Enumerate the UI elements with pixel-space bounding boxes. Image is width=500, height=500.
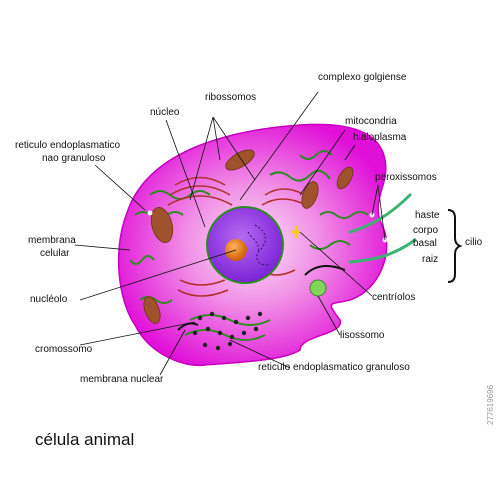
label-peroxissomos: peroxissomos (375, 172, 437, 183)
label-cilio: cilio (465, 237, 483, 248)
label-membrana-celular-2: celular (40, 248, 70, 259)
label-membrana-celular-1: membrana (28, 235, 76, 246)
label-membrana-nuclear: membrana nuclear (80, 374, 164, 385)
label-corpo: corpo (413, 225, 438, 236)
leader-lines (74, 91, 386, 376)
label-raiz: raiz (422, 254, 438, 265)
label-mitocondria: mitocondria (345, 116, 397, 127)
rough-er (184, 311, 271, 351)
lysosome (309, 279, 327, 297)
golgi-apparatus (167, 176, 307, 297)
label-ribossomos: ribossomos (205, 92, 256, 103)
label-haste: haste (415, 210, 440, 221)
diagram-title: célula animal (35, 430, 134, 449)
stock-id: 277619696 (486, 384, 495, 425)
label-basal: basal (413, 238, 437, 249)
label-reticulo-nao-granuloso-2: nao granuloso (42, 153, 106, 164)
cilia (348, 193, 417, 264)
label-hialoplasma: hialoplasma (353, 132, 407, 143)
cilio-brace (447, 209, 463, 283)
label-reticulo-granuloso: reticulo endoplasmatico granuloso (258, 362, 410, 373)
label-cromossomo: cromossomo (35, 344, 93, 355)
label-complexo-golgiense: complexo golgiense (318, 72, 407, 83)
centrioles (292, 226, 300, 238)
chromatin (247, 224, 271, 266)
label-reticulo-nao-granuloso-1: reticulo endoplasmatico (15, 140, 120, 151)
label-centriolos: centríolos (372, 292, 415, 303)
label-lisossomo: lisossomo (340, 330, 385, 341)
label-nucleolo: nucléolo (30, 294, 68, 305)
mitochondria (143, 149, 354, 324)
label-nucleo: núcleo (150, 107, 180, 118)
